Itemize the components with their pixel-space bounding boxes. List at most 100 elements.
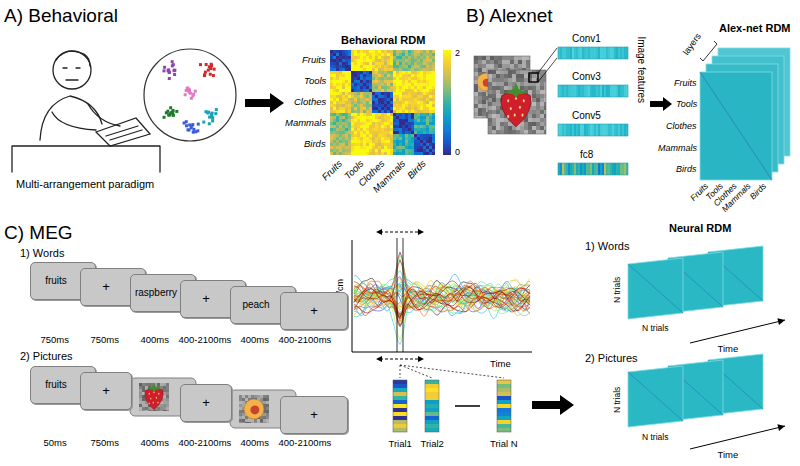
image-noise xyxy=(482,96,486,100)
strawberry-seed xyxy=(523,99,525,102)
feature-bar xyxy=(564,47,566,59)
rdm-cell xyxy=(360,71,363,74)
rdm-cell xyxy=(372,92,375,95)
rdm-cell xyxy=(363,119,366,122)
rdm-cell xyxy=(429,149,432,152)
image-noise xyxy=(496,94,500,98)
rdm-cell xyxy=(402,65,405,68)
rdm-cell xyxy=(420,128,423,131)
rdm-cell xyxy=(417,131,420,134)
rdm-cell xyxy=(420,131,423,134)
rdm-cell xyxy=(417,53,420,56)
feature-bar xyxy=(562,124,564,136)
rdm-cell xyxy=(378,53,381,56)
rdm-cell xyxy=(417,107,420,110)
image-noise xyxy=(526,56,530,60)
rdm-cell xyxy=(411,53,414,56)
rdm-cell xyxy=(411,59,414,62)
rdm-cell xyxy=(423,50,426,53)
rdm-cell xyxy=(396,80,399,83)
rdm-cell xyxy=(357,137,360,140)
rdm-cell xyxy=(387,152,390,155)
image-noise xyxy=(528,130,532,134)
rdm-cell xyxy=(423,92,426,95)
rdm-cell xyxy=(354,71,357,74)
rdm-cell xyxy=(420,89,423,92)
rdm-cell xyxy=(399,140,402,143)
rdm-cell xyxy=(360,83,363,86)
rdm-cell xyxy=(384,110,387,113)
feature-bar xyxy=(574,124,576,136)
rdm-cell xyxy=(354,53,357,56)
image-noise xyxy=(524,74,528,78)
rdm-cell xyxy=(351,152,354,155)
rdm-cell xyxy=(369,137,372,140)
feature-bar xyxy=(560,163,562,175)
rdm-cell xyxy=(336,137,339,140)
rdm-cell xyxy=(396,146,399,149)
image-noise xyxy=(486,64,490,68)
rdm-cell xyxy=(417,149,420,152)
image-noise xyxy=(474,92,478,96)
rdm-cell xyxy=(405,104,408,107)
rdm-cell xyxy=(390,98,393,101)
rdm-cell xyxy=(354,95,357,98)
rdm-cell xyxy=(393,128,396,131)
image-noise xyxy=(496,70,500,74)
rdm-cell xyxy=(417,62,420,65)
rdm-cell xyxy=(351,104,354,107)
rdm-cell xyxy=(375,53,378,56)
image-noise xyxy=(540,114,544,118)
rdm-cell xyxy=(348,140,351,143)
rdm-cell xyxy=(396,128,399,131)
rdm-cell xyxy=(414,65,417,68)
rdm-cell xyxy=(390,143,393,146)
rdm-cell xyxy=(330,65,333,68)
image-noise xyxy=(492,126,496,130)
rdm-cell xyxy=(357,101,360,104)
rdm-cell xyxy=(381,59,384,62)
rdm-cell xyxy=(357,50,360,53)
rdm-cell xyxy=(390,95,393,98)
rdm-cell xyxy=(345,92,348,95)
rdm-cell xyxy=(330,113,333,116)
rdm-cell xyxy=(402,92,405,95)
image-noise xyxy=(474,60,478,64)
rdm-cell xyxy=(336,71,339,74)
rdm-cell xyxy=(420,110,423,113)
feature-bar xyxy=(596,85,598,97)
image-noise xyxy=(540,98,544,102)
rdm-cell xyxy=(372,146,375,149)
rdm-cell xyxy=(420,56,423,59)
rdm-cell xyxy=(348,83,351,86)
rdm-cell xyxy=(339,107,342,110)
image-noise xyxy=(492,82,496,86)
rdm-cell xyxy=(330,89,333,92)
rdm-cell xyxy=(414,113,417,116)
rdm-cell xyxy=(417,140,420,143)
rdm-cell xyxy=(357,89,360,92)
rdm-cell xyxy=(387,110,390,113)
image-noise xyxy=(498,64,502,68)
rdm-cell xyxy=(405,77,408,80)
rdm-cell xyxy=(405,116,408,119)
rdm-cell xyxy=(396,98,399,101)
rdm-cell xyxy=(387,56,390,59)
rdm-cell xyxy=(357,110,360,113)
feature-bar xyxy=(578,85,580,97)
feature-bar xyxy=(608,163,610,175)
rdm-cell xyxy=(405,74,408,77)
rdm-cell xyxy=(378,89,381,92)
rdm-cell xyxy=(405,71,408,74)
rdm-cell xyxy=(417,89,420,92)
feature-bar xyxy=(618,85,620,97)
rdm-cell xyxy=(348,107,351,110)
rdm-cell xyxy=(345,71,348,74)
rdm-cell xyxy=(429,86,432,89)
rdm-cell xyxy=(420,140,423,143)
rdm-cell xyxy=(360,107,363,110)
rdm-cell xyxy=(381,89,384,92)
rdm-cell xyxy=(390,62,393,65)
rdm-cell xyxy=(432,119,435,122)
rdm-cell xyxy=(396,116,399,119)
